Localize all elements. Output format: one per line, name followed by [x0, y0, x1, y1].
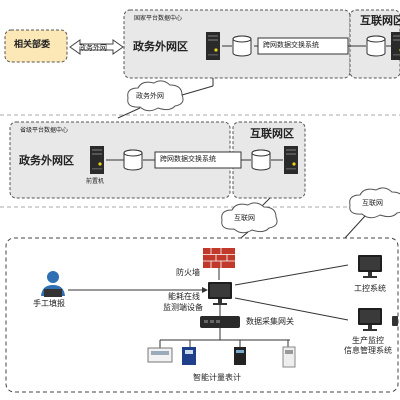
province-gov-zone-label: 政务外网区 — [19, 154, 74, 167]
gateway-device-icon — [200, 316, 240, 328]
mes-label-1: 生产监控 — [352, 336, 384, 345]
related-dept-label: 相关部委 — [14, 40, 51, 50]
internet-cloud-left-label: 互联网 — [234, 214, 255, 222]
meter-4-icon — [282, 346, 296, 368]
internet-cloud-right-label: 互联网 — [362, 199, 383, 207]
mes-phone-icon — [392, 316, 398, 326]
province-internet-zone-label: 互联网区 — [250, 127, 294, 140]
enterprise-box — [5, 237, 399, 393]
related-dept-box — [4, 29, 68, 63]
manual-entry-label: 手工填报 — [33, 299, 65, 308]
national-gov-zone-label: 政务外网区 — [133, 40, 188, 53]
meter-3-icon — [234, 347, 246, 365]
province-center-label: 省级平台数据中心 — [20, 127, 69, 134]
national-center-label: 国家平台数据中心 — [134, 15, 183, 22]
manual-entry-person-icon — [41, 271, 65, 297]
province-db-right-icon — [251, 149, 271, 171]
national-db-right-icon — [366, 35, 386, 57]
province-internet-server-icon — [284, 146, 298, 174]
monitor-device-label-1: 能耗在线 — [168, 292, 200, 301]
mes-label-2: 信息管理系统 — [344, 346, 392, 355]
national-internet-server-icon — [391, 32, 400, 60]
link-device-mes — [234, 297, 349, 321]
internet-cloud-left-shape — [221, 202, 278, 234]
meter-2-icon — [182, 347, 196, 365]
province-db-left-icon — [123, 149, 143, 171]
gateway-label: 数据采集网关 — [246, 317, 294, 326]
firewall-icon — [203, 248, 235, 268]
front-machine-label: 前置机 — [86, 178, 105, 185]
province-cross-net-label: 跨网数据交换系统 — [160, 155, 216, 163]
link-cloud-province — [117, 107, 141, 119]
monitor-device-label-2: 监测端设备 — [163, 303, 203, 312]
front-machine-server-icon — [90, 146, 104, 174]
internet-cloud-right-shape — [349, 187, 400, 219]
gov-net-double-arrow — [69, 39, 124, 55]
national-server-icon — [206, 32, 220, 60]
national-internet-zone-label: 互联网区 — [360, 14, 400, 27]
firewall-label: 防火墙 — [176, 268, 200, 277]
meters-label: 智能计量表计 — [193, 373, 241, 382]
link-device-control — [234, 264, 349, 286]
national-db-left-icon — [232, 35, 252, 57]
national-cross-net-label: 跨网数据交换系统 — [263, 41, 319, 49]
gov-net-link-label: 政务外网 — [79, 44, 107, 52]
control-system-label: 工控系统 — [354, 284, 386, 293]
meter-1-icon — [147, 347, 173, 363]
gov-cloud-label: 政务外网 — [136, 92, 164, 100]
